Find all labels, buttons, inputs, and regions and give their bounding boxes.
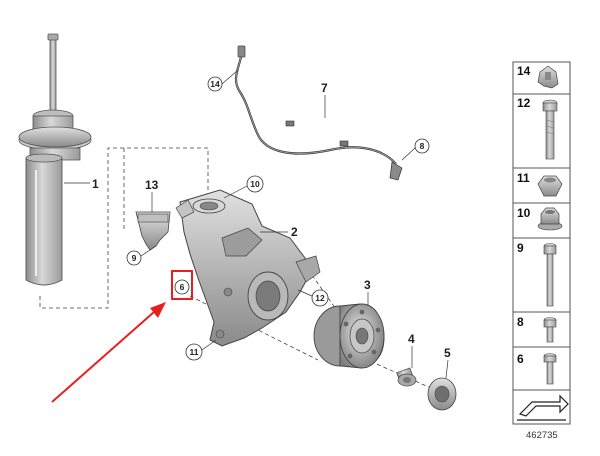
wheel-hub-bearing: [313, 303, 385, 369]
bracket-part: [135, 211, 171, 251]
callout-14-main: 14: [210, 79, 220, 89]
callout-3: 3: [364, 278, 371, 292]
legend-item-11: 11: [517, 171, 530, 185]
callout-9: 9: [132, 253, 137, 263]
callout-4: 4: [408, 332, 415, 346]
legend-item-9: 9: [517, 241, 524, 255]
clip-part-icon: [537, 65, 559, 89]
legend-item-8: 8: [517, 315, 524, 329]
bolt-part-icon-8: [543, 317, 557, 343]
legend-item-12: 12: [517, 96, 531, 110]
hub-bolt: [396, 367, 417, 387]
callout-1: 1: [92, 177, 99, 191]
document-number: 462735: [526, 430, 558, 441]
callout-2: 2: [291, 225, 298, 239]
shock-absorber-strut: [18, 33, 92, 286]
parts-legend-panel: 14 12 11 10 9 8 6: [512, 61, 571, 425]
wheel-speed-sensor-cable: [234, 45, 403, 181]
red-pointer-arrow: [51, 302, 166, 403]
bolt-part-icon-9: [543, 243, 557, 307]
legend-item-6: 6: [517, 352, 524, 366]
callout-8: 8: [420, 141, 425, 151]
callout-12-main: 12: [315, 293, 325, 303]
bolt-part-icon-6: [543, 353, 557, 385]
callout-6: 6: [180, 282, 185, 292]
washer-cap: [427, 377, 457, 411]
steering-knuckle: [175, 189, 321, 347]
legend-item-10: 10: [517, 206, 531, 220]
flange-nut-part-icon-10: [537, 207, 563, 231]
nut-part-icon-11: [537, 175, 563, 197]
callout-11-main: 11: [190, 347, 199, 357]
callout-10-main: 10: [250, 179, 260, 189]
callout-13: 13: [145, 178, 159, 192]
section-arrow-icon: [517, 394, 569, 421]
callout-7: 7: [321, 81, 328, 95]
bolt-part-icon-12: [542, 99, 558, 160]
callout-5: 5: [444, 346, 451, 360]
callout-6-highlight-box: [171, 270, 193, 300]
legend-item-14: 14: [517, 64, 531, 78]
